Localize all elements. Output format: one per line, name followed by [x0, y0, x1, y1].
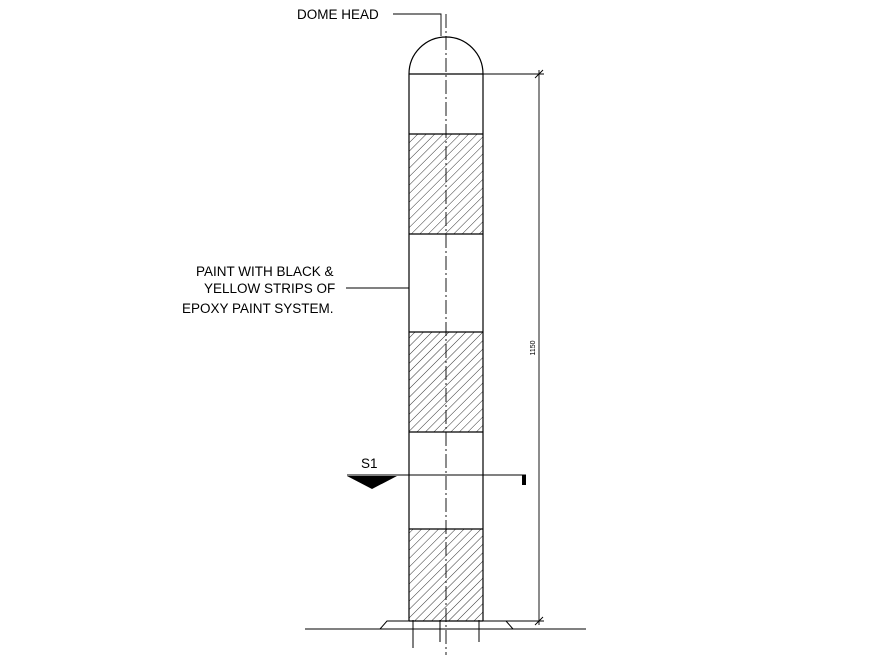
paint-note-line-1: PAINT WITH BLACK &	[196, 264, 334, 279]
section-label: S1	[361, 456, 378, 471]
section-marker-s1: S1	[347, 456, 526, 489]
base-plate	[305, 620, 586, 648]
height-dimension-value: 1150	[530, 340, 537, 355]
paint-note: PAINT WITH BLACK & YELLOW STRIPS OF EPOX…	[182, 264, 409, 316]
dome-head-label: DOME HEAD	[297, 7, 379, 22]
paint-note-line-3: EPOXY PAINT SYSTEM.	[182, 301, 334, 316]
section-arrow	[347, 476, 397, 489]
paint-note-line-2: YELLOW STRIPS OF	[204, 281, 335, 296]
dome-head-leader	[393, 13, 442, 36]
height-dimension	[483, 69, 544, 626]
section-end-tick	[522, 475, 526, 485]
